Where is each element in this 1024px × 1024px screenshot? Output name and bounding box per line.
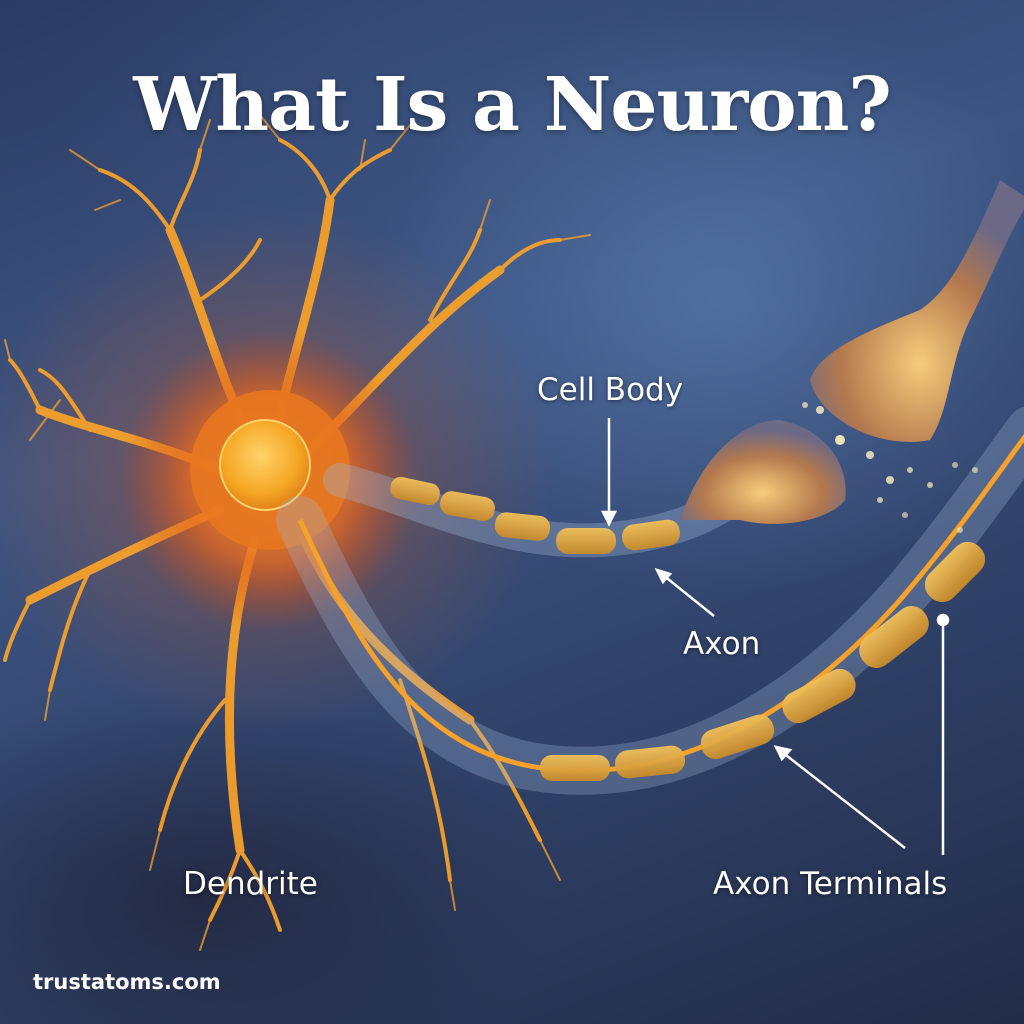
- presynaptic-bulb: [680, 420, 846, 524]
- cell-body-arrowhead: [600, 510, 618, 527]
- upper-myelin: [390, 476, 680, 554]
- postsynaptic-bulb: [810, 180, 1024, 442]
- axon-terminals-arrowhead: [773, 745, 793, 762]
- nucleus: [219, 419, 311, 511]
- label-dendrite: Dendrite: [183, 866, 318, 902]
- annotation-pointers: [600, 418, 950, 855]
- label-axon: Axon: [683, 626, 761, 662]
- page-title: What Is a Neuron?: [133, 62, 892, 148]
- axon-terminals-pointer-line: [781, 751, 906, 849]
- lower-myelin: [540, 541, 986, 781]
- label-cell-body: Cell Body: [537, 372, 684, 408]
- neurotransmitter-particles: [802, 402, 978, 533]
- axon-arrowhead: [654, 567, 673, 585]
- axon-terminals-dot: [936, 613, 950, 627]
- watermark: trustatoms.com: [33, 970, 221, 994]
- axon-pointer-line: [662, 574, 715, 617]
- label-axon-terminals: Axon Terminals: [713, 866, 948, 902]
